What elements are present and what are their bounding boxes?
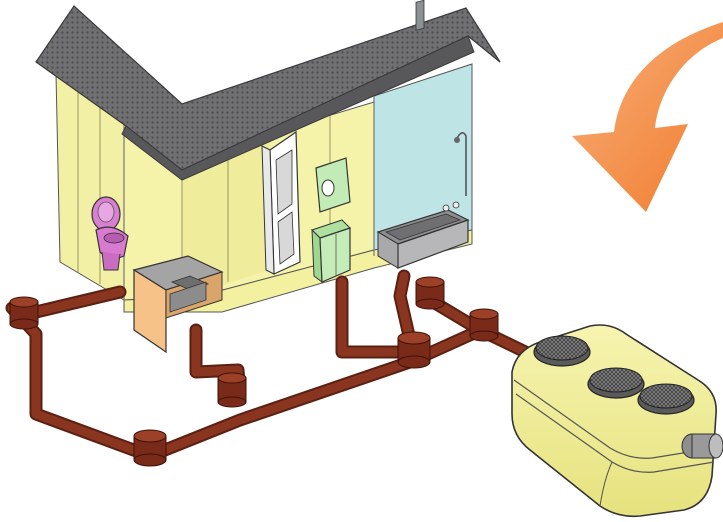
flow-arrow-icon xyxy=(572,22,723,212)
bathroom-window xyxy=(416,0,424,30)
inspection-chamber xyxy=(10,297,38,329)
tank-outlet-pipe xyxy=(682,434,723,458)
inspection-chamber xyxy=(416,277,444,309)
inspection-chamber xyxy=(398,332,430,368)
inspection-chamber xyxy=(134,430,166,466)
inspection-chamber xyxy=(218,373,246,407)
interior-door xyxy=(262,132,300,274)
drain-pipe-network xyxy=(12,276,546,456)
tank-manhole-cover xyxy=(588,368,644,398)
inspection-chamber xyxy=(470,309,498,341)
kitchen-sink xyxy=(134,256,222,352)
tank-manhole-cover xyxy=(534,336,590,366)
tank-manhole-cover xyxy=(638,384,694,414)
septic-tank xyxy=(512,325,723,516)
